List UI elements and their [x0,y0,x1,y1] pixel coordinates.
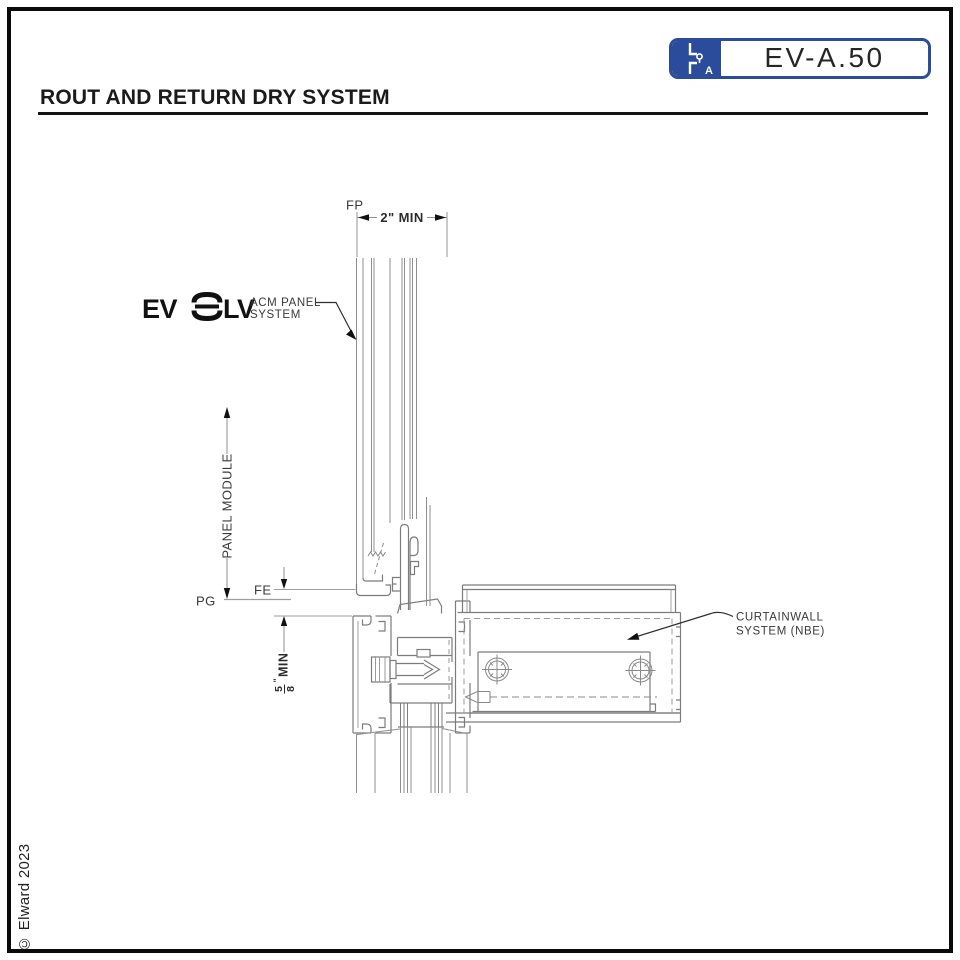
panel-module-dim-text: PANEL MODULE [220,453,235,558]
evolv-logo: EV LV ACM PANEL SYSTEM [142,291,357,340]
gap-inch-mark: " [272,678,282,682]
curtainwall-box [446,584,682,723]
panel-back-leg [426,497,431,606]
curtainwall-callout: CURTAINWALL SYSTEM (NBE) [627,611,825,640]
attachment-block [389,636,453,728]
acm-panel-lines [356,258,417,584]
detail-number-badge: A EV-A.50 [669,38,931,79]
badge-icon-letter: A [705,65,713,76]
logo-text-right: LV [223,294,255,324]
curtainwall-hidden-lines [463,618,673,713]
curtainwall-leader-line [627,611,734,640]
pg-label: PG [196,594,216,609]
acm-callout-line1: ACM PANEL [250,297,321,309]
logo-o-glyph [191,291,223,322]
phillips-screw-right [625,655,656,686]
acm-callout-line2: SYSTEM [250,309,301,321]
curtainwall-label-line2: SYSTEM (NBE) [736,626,825,638]
panel-return-profile [355,523,443,614]
jamb-detail-icon: A [688,43,713,76]
phillips-screw-left [482,654,512,685]
detail-number: EV-A.50 [764,42,885,73]
copyright-notice: © Elward 2023 [16,843,33,952]
title-underline [38,112,928,115]
gap-unit: MIN [277,653,291,677]
gap-fraction-denominator: 8 [285,686,297,692]
hex-bolt [370,656,441,683]
mullion-below-lines [356,727,468,793]
routed-groove-marks [367,542,386,575]
hidden-screw [464,690,657,704]
panel-return-dim-text: 2" MIN [380,210,423,225]
gap-fraction-numerator: 5 [273,686,285,692]
dimension-panel-module: PANEL MODULE PG [196,407,291,609]
curtainwall-label-line1: CURTAINWALL [736,612,824,624]
acm-leader-line [316,301,357,340]
sheet-title: ROUT AND RETURN DRY SYSTEM [40,86,390,109]
page-border [7,7,953,953]
logo-text-left: EV [142,294,178,324]
dimension-joint-gap: FE 5 " 8 MIN [254,567,356,694]
detail-badge-icon: A [672,41,721,76]
fe-label: FE [254,583,271,598]
fp-label: FP [346,198,363,213]
dimension-panel-return: FP 2" MIN [346,198,448,257]
